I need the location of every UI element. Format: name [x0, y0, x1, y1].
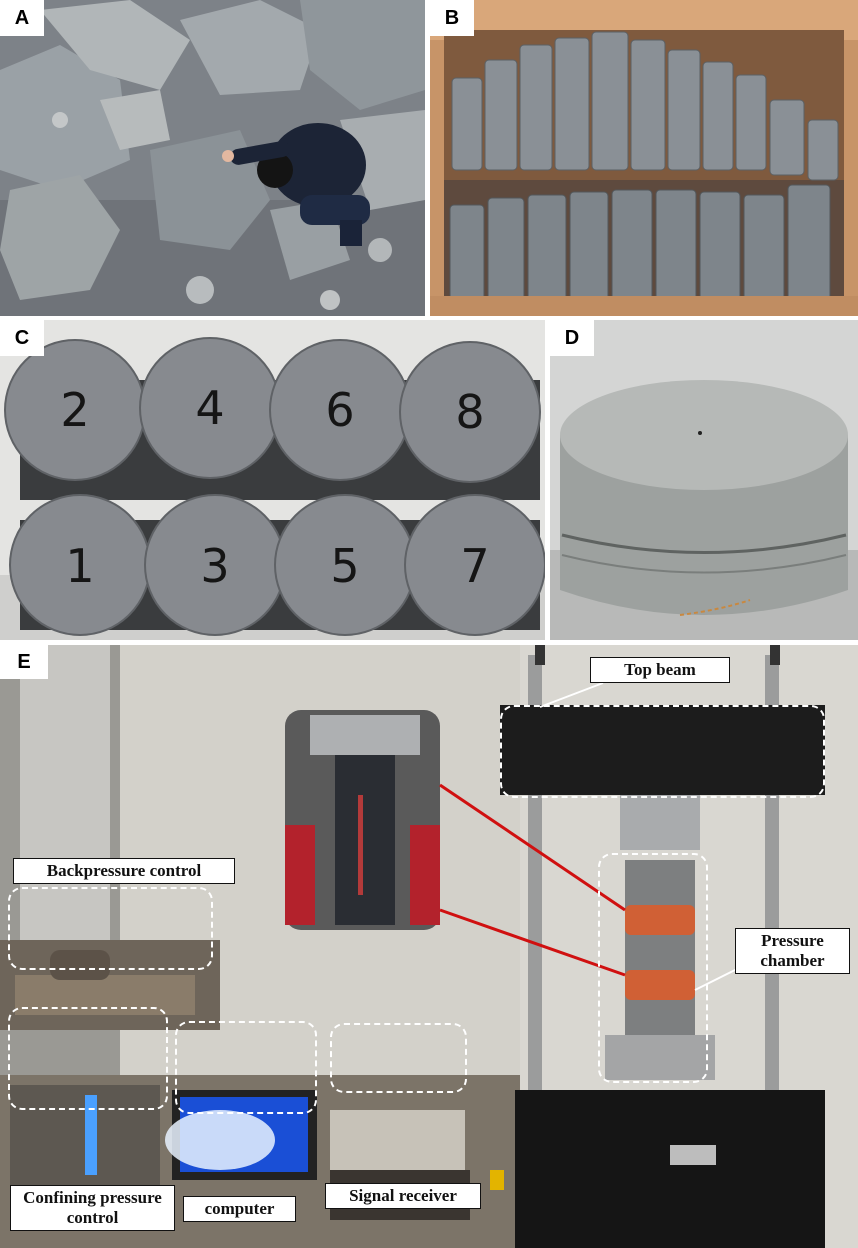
specimen-number: 1 — [65, 539, 94, 593]
panel-a-label: A — [0, 0, 44, 36]
disc-specimen-photo — [550, 320, 858, 640]
core-box-photo — [430, 0, 858, 316]
specimen-number: 3 — [200, 539, 229, 593]
panel-d-disc-specimen: D — [550, 320, 858, 640]
apparatus-photo — [0, 645, 858, 1248]
specimen-number: 6 — [325, 383, 354, 437]
specimen-number: 4 — [195, 381, 224, 435]
specimen-number: 7 — [460, 539, 489, 593]
panel-e-test-apparatus: E Top beam Backpressure control Pressure… — [0, 645, 858, 1248]
top-beam-outline — [500, 705, 825, 798]
specimen-number: 5 — [330, 539, 359, 593]
panel-a-rock-quarry: A — [0, 0, 425, 316]
pressure-chamber-outline — [598, 853, 708, 1083]
panel-b-label: B — [430, 0, 474, 36]
pressure-chamber-callout: Pressure chamber — [735, 928, 850, 974]
specimen-number: 2 — [60, 383, 89, 437]
panel-e-label: E — [0, 645, 48, 679]
quarry-photo — [0, 0, 425, 316]
backpressure-callout: Backpressure control — [13, 858, 235, 884]
computer-outline — [175, 1021, 317, 1114]
specimen-faces-photo: 2 4 6 8 1 3 5 7 — [0, 320, 545, 640]
specimen-number: 8 — [455, 385, 484, 439]
signal-receiver-callout: Signal receiver — [325, 1183, 481, 1209]
signal-receiver-outline — [330, 1023, 467, 1093]
panel-b-core-box: B — [430, 0, 858, 316]
backpressure-outline — [8, 887, 213, 970]
panel-c-numbered-specimens: 2 4 6 8 1 3 5 7 C — [0, 320, 545, 640]
panel-c-label: C — [0, 320, 44, 356]
computer-callout: computer — [183, 1196, 296, 1222]
top-beam-callout: Top beam — [590, 657, 730, 683]
confining-outline — [8, 1007, 168, 1110]
confining-callout: Confining pressure control — [10, 1185, 175, 1231]
panel-d-label: D — [550, 320, 594, 356]
